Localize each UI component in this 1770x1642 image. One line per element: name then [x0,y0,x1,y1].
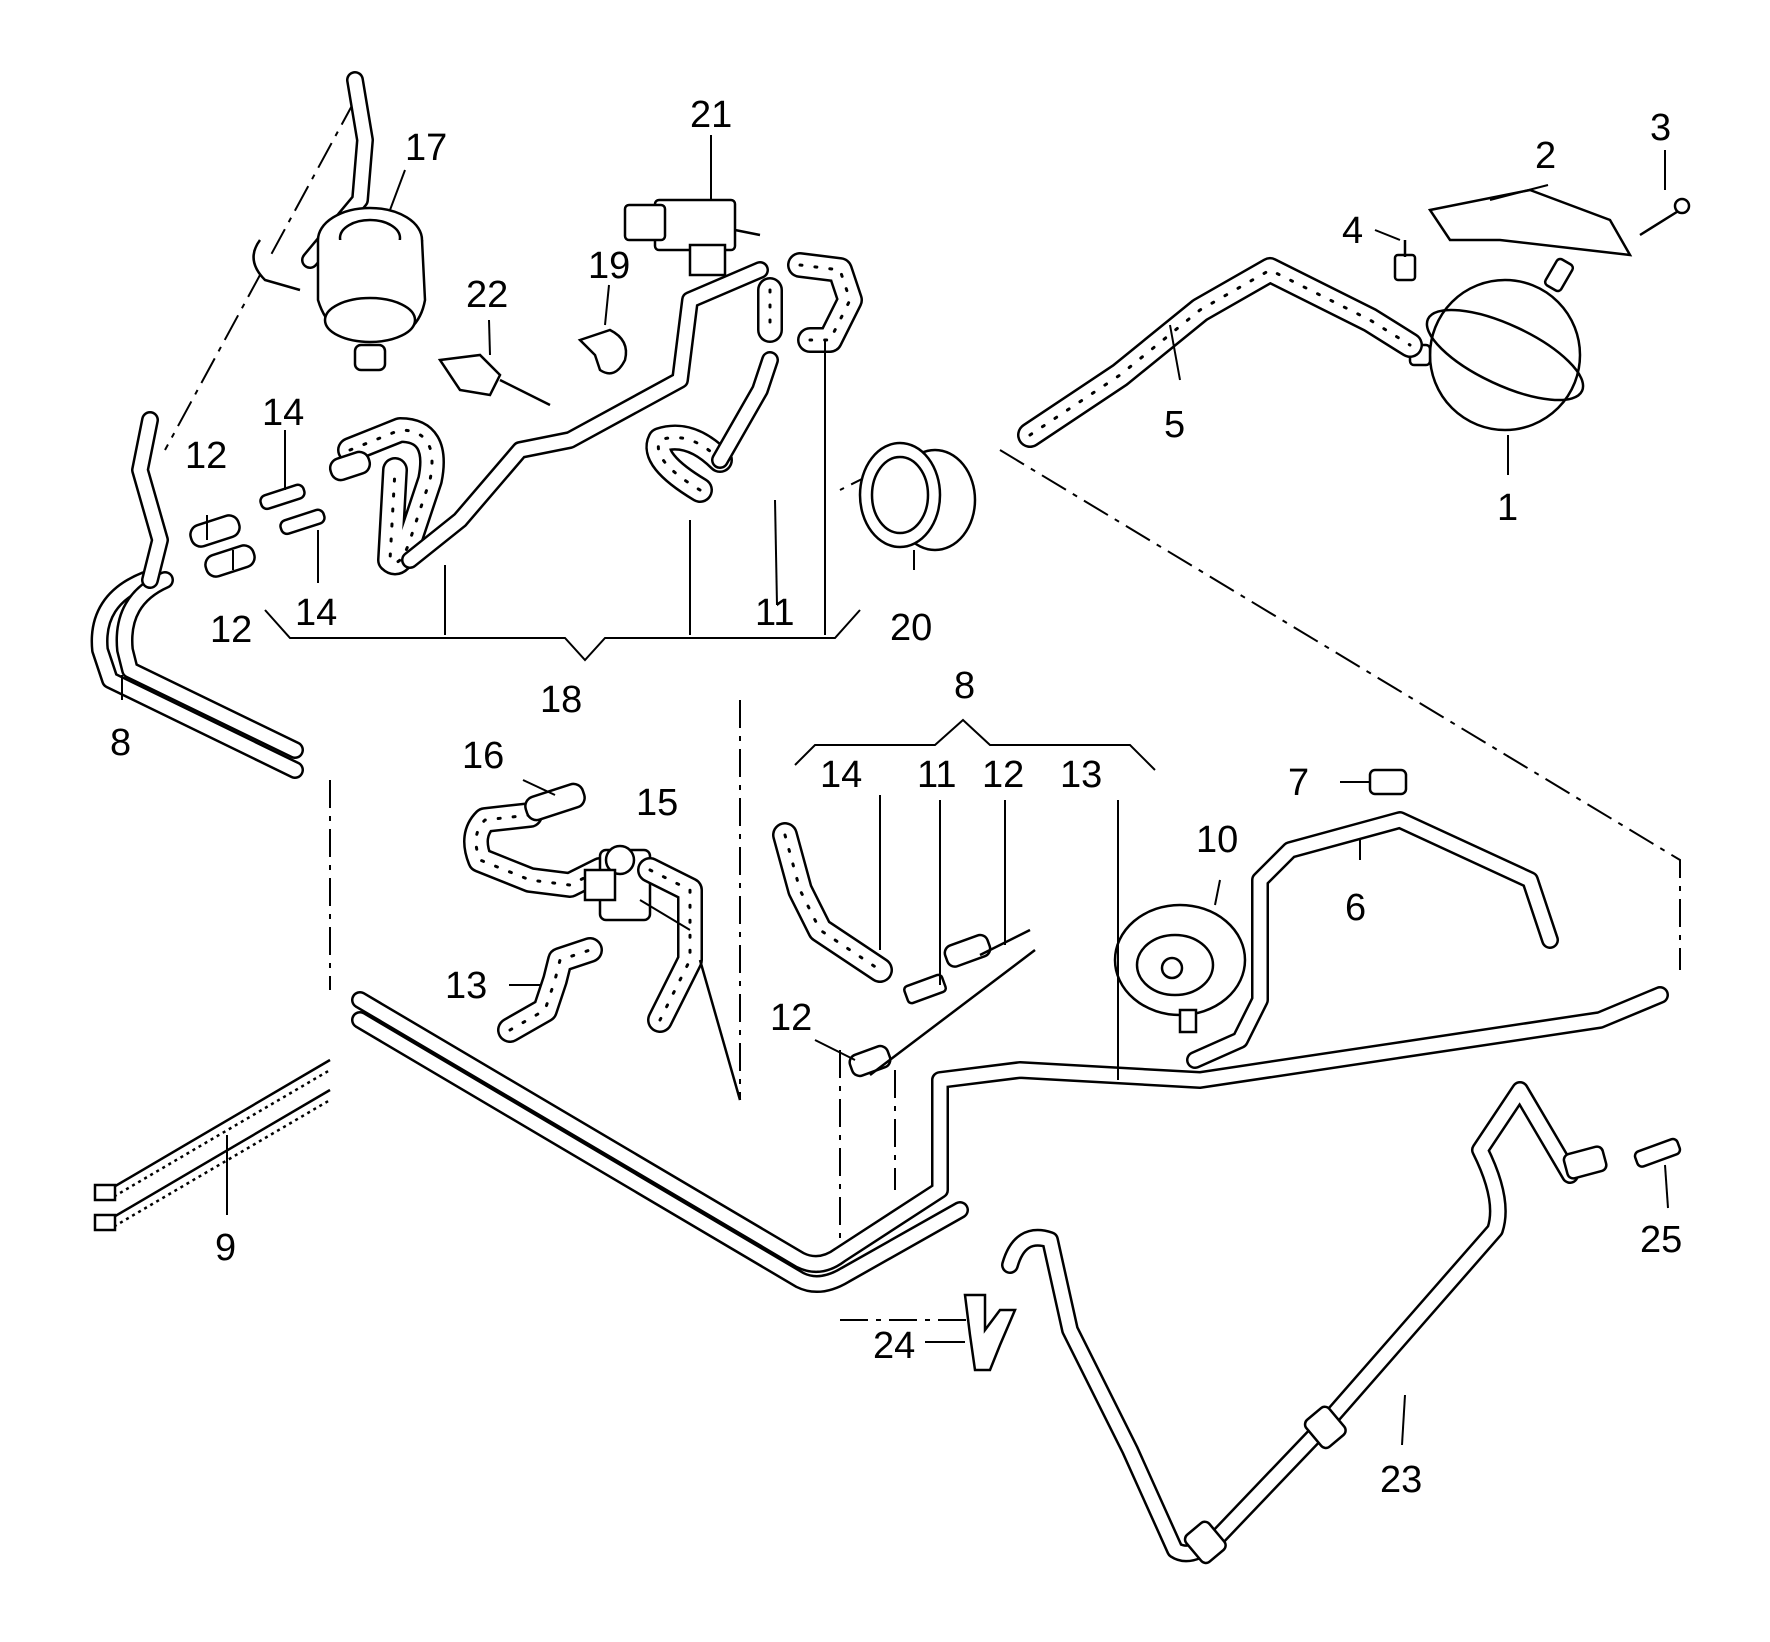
callout-12-lower: 12 [770,997,812,1039]
callout-12-centre: 12 [982,754,1024,796]
connector-25 [1633,1137,1682,1168]
hose-6 [1186,811,1559,1069]
grommet-20 [858,441,977,552]
callout-14-top: 14 [262,392,304,434]
callout-12-left: 12 [210,609,252,651]
connectors-12-14-left [189,450,372,578]
hose-23 [1001,1081,1608,1565]
callout-1: 1 [1497,487,1518,529]
leader-lines [121,135,1669,1446]
group-8-components [772,822,1036,1078]
callout-9: 9 [215,1227,236,1269]
screw-3 [1639,197,1691,237]
callout-10: 10 [1196,819,1238,861]
callout-8-left: 8 [110,722,131,764]
callout-16: 16 [462,735,504,777]
callout-22: 22 [466,274,508,316]
callout-24: 24 [873,1325,915,1367]
bracket-2 [1427,188,1633,257]
callout-4: 4 [1342,210,1363,252]
bolt-4 [1393,240,1417,282]
callout-15: 15 [636,782,678,824]
valve-15 [463,802,742,1101]
callout-23: 23 [1380,1459,1422,1501]
callout-5: 5 [1164,404,1185,446]
clip-19 [577,328,628,375]
cable-ties-9 [93,1058,331,1232]
callout-7: 7 [1288,762,1309,804]
callout-25: 25 [1640,1219,1682,1261]
callout-2: 2 [1535,135,1556,177]
callout-20: 20 [890,607,932,649]
callout-11-centre: 11 [917,754,956,796]
connector-24 [963,1293,1017,1372]
vacuum-pipe-8 [90,411,1669,1293]
vacuum-actuator-10 [1113,903,1247,1034]
vacuum-reservoir-1 [1408,257,1585,432]
hose-5 [1017,257,1423,448]
callout-21: 21 [690,94,732,136]
hose-13 [497,937,603,1043]
callout-17: 17 [405,127,447,169]
callout-labels: 1 2 3 4 5 6 7 8 8 9 10 11 11 12 12 12 12… [110,94,1682,1501]
solenoid-valve-21 [623,198,761,277]
hose-assembly-18 [337,252,863,576]
callout-8-centre: 8 [954,665,975,707]
clip-22 [437,353,551,407]
clip-7 [1368,768,1408,796]
callout-12-top: 12 [185,435,227,477]
callout-18: 18 [540,679,582,721]
callout-13-left: 13 [445,965,487,1007]
callout-6: 6 [1345,887,1366,929]
vacuum-unit-17 [252,71,427,372]
callout-13-centre: 13 [1060,754,1102,796]
callout-14-centre: 14 [820,754,862,796]
callout-11-top: 11 [755,592,794,634]
callout-19: 19 [588,245,630,287]
hose-16 [524,782,586,822]
callout-14-lower: 14 [295,592,337,634]
callout-3: 3 [1650,107,1671,149]
